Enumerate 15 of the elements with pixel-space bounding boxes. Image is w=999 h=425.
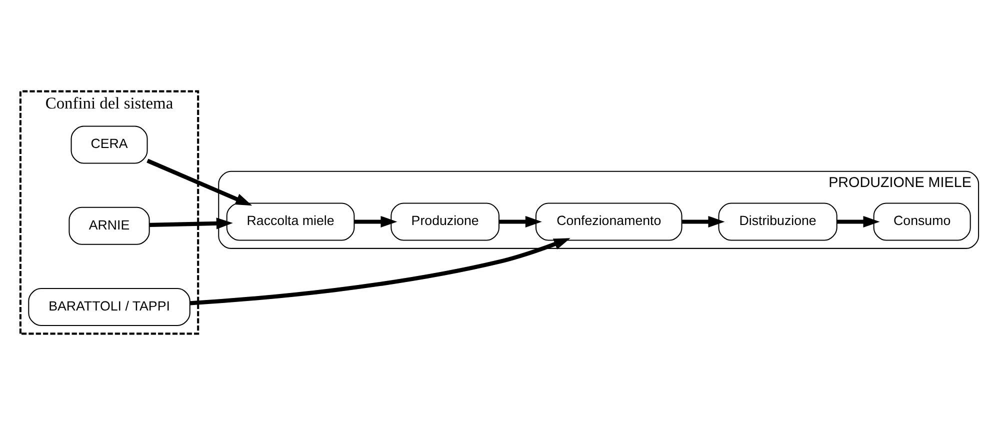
node-box: Distribuzione: [718, 202, 838, 241]
arrow: [682, 216, 725, 228]
arrow: [150, 218, 233, 230]
node-box: Raccolta miele: [226, 202, 355, 241]
arrow: [354, 216, 398, 228]
arrow: [146, 158, 252, 206]
node-box: CERA: [70, 126, 148, 164]
arrow: [190, 238, 570, 306]
arrow: [499, 216, 542, 228]
node-box: Produzione: [390, 202, 500, 241]
node-box: BARATTOLI / TAPPI: [28, 288, 190, 326]
arrow: [837, 216, 880, 228]
node-box: Consumo: [873, 202, 971, 241]
node-box: Confezionamento: [535, 202, 682, 241]
node-box: ARNIE: [68, 206, 150, 245]
